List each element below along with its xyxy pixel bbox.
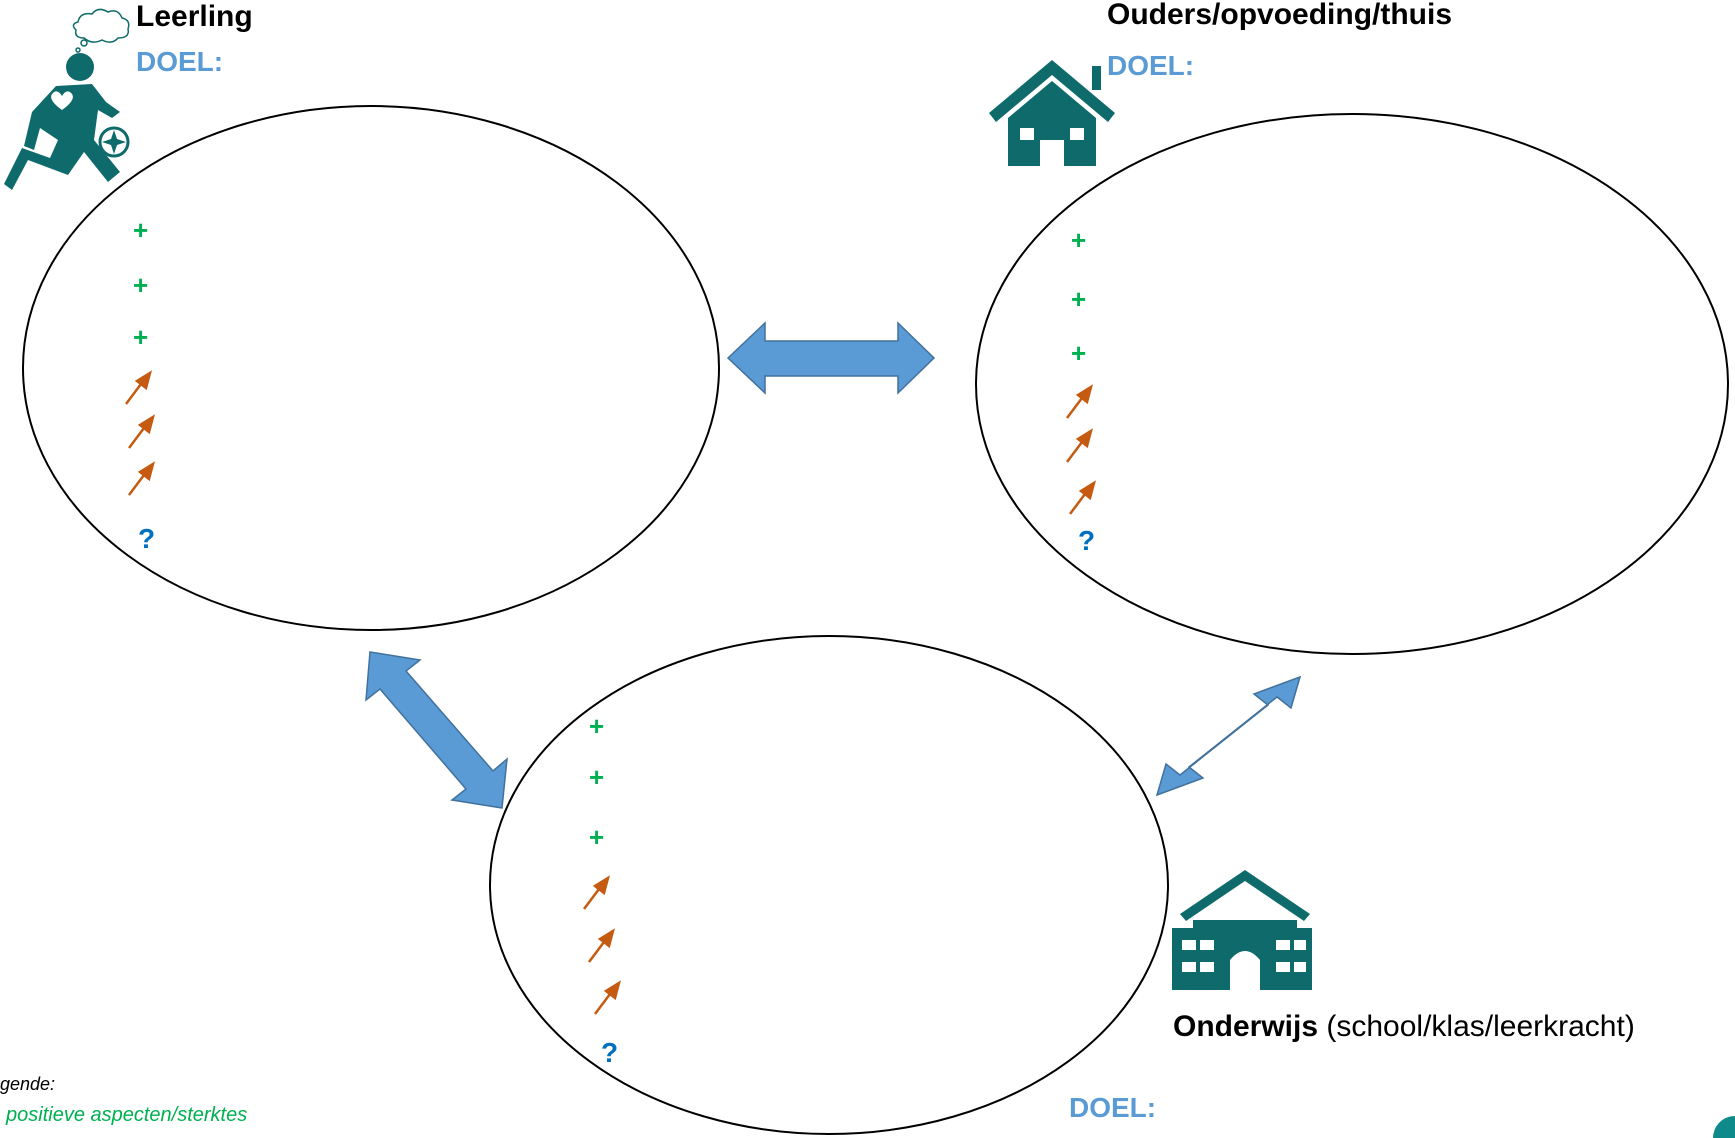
arrow-marker-head <box>1075 384 1094 405</box>
arrow-markers-leerling <box>125 370 156 496</box>
arrow-marker-head <box>137 461 156 482</box>
ouders-doel: DOEL: <box>1107 50 1195 81</box>
school-building-icon <box>1172 870 1312 990</box>
leerling-circle <box>22 105 720 631</box>
onderwijs-title-bold: Onderwijs <box>1173 1010 1319 1043</box>
legend-plus-line: positieve aspecten/sterktes <box>6 1104 248 1126</box>
double-arrow-horizontal <box>726 321 936 395</box>
leerling-doel: DOEL: <box>136 46 224 77</box>
legend-title: gende: <box>0 1074 56 1094</box>
double-arrow-left-diagonal <box>365 651 508 809</box>
arrow-marker-head <box>134 370 153 391</box>
question-marker: ? <box>601 1037 619 1068</box>
onderwijs-title: Onderwijs (school/klas/leerkracht) <box>1173 1010 1635 1044</box>
onderwijs-title-rest: (school/klas/leerkracht) <box>1318 1010 1635 1043</box>
arrow-markers-ouders <box>1066 384 1097 515</box>
question-marker: ? <box>1078 525 1096 556</box>
plus-marker: + <box>133 270 149 300</box>
arrow-marker-head <box>1078 480 1097 501</box>
student-walking-icon <box>4 53 130 190</box>
thought-bubble-icon <box>72 8 130 53</box>
arrow-marker-head <box>137 414 156 435</box>
plus-marker: + <box>589 822 605 852</box>
plus-marker: + <box>589 711 605 741</box>
plus-marker: + <box>589 762 605 792</box>
leerling-title: Leerling <box>136 0 253 33</box>
onderwijs-doel: DOEL: <box>1069 1092 1157 1123</box>
arrow-markers-onderwijs <box>583 875 622 1015</box>
double-arrow-right-diagonal <box>1155 675 1302 797</box>
arrow-marker-head <box>592 875 611 896</box>
question-marker: ? <box>138 523 156 554</box>
plus-marker: + <box>1071 284 1087 314</box>
arrow-marker-head <box>603 980 622 1001</box>
plus-marker: + <box>1071 338 1087 368</box>
arrow-marker-head <box>597 928 616 949</box>
ouders-title: Ouders/opvoeding/thuis <box>1107 0 1453 31</box>
onderwijs-circle <box>489 635 1169 1135</box>
ouders-circle <box>975 113 1729 655</box>
house-icon <box>989 60 1115 166</box>
plus-marker: + <box>133 322 149 352</box>
plus-marker: + <box>1071 225 1087 255</box>
arrow-marker-head <box>1075 428 1094 449</box>
corner-decoration <box>1713 1116 1735 1138</box>
plus-marker: + <box>133 215 149 245</box>
